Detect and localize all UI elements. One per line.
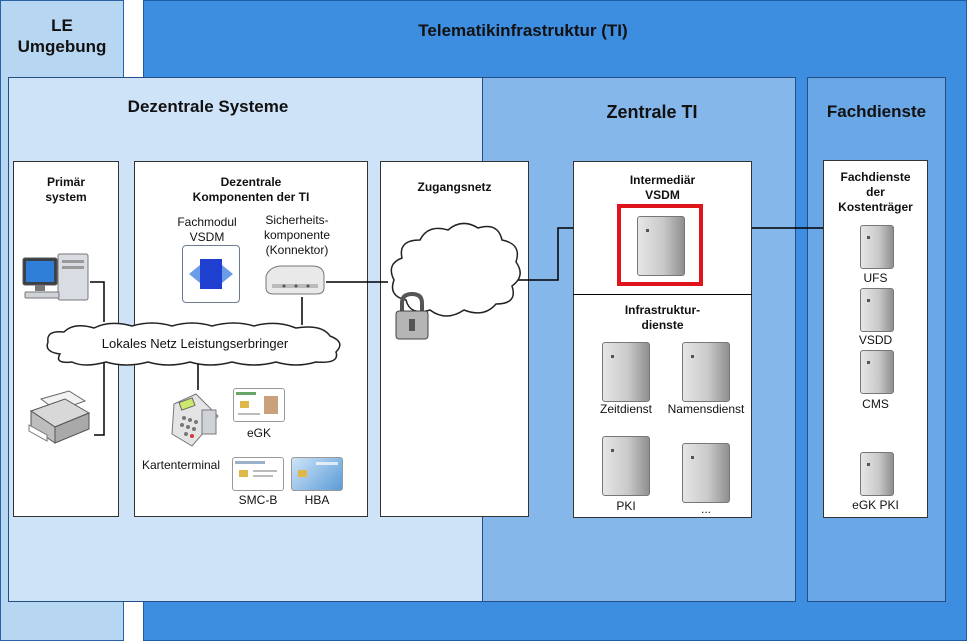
cms-server-icon <box>860 350 894 394</box>
more-label: ... <box>700 502 711 516</box>
zugangsnetz-title: Zugangsnetz <box>417 180 492 194</box>
ufs-server-icon <box>860 225 894 269</box>
fachdienste-title: Fachdienste <box>826 102 927 121</box>
pki-label: PKI <box>616 499 636 513</box>
infrastrukturdienste-title: Infrastruktur- dienste <box>624 303 701 332</box>
intermediaer-highlight <box>617 204 703 286</box>
egk-pki-label: eGK PKI <box>852 498 899 512</box>
namensdienst-label: Namensdienst <box>667 402 745 416</box>
ufs-label: UFS <box>863 271 888 285</box>
zentrale-ti-divider <box>573 294 752 295</box>
primaersystem-title: Primär system <box>45 175 87 204</box>
fachdienste-kostentraeger-title: Fachdienste der Kostenträger <box>838 170 913 214</box>
smcb-label: SMC-B <box>238 493 278 507</box>
hba-card-icon <box>291 457 343 491</box>
lokales-netz-label: Lokales Netz Leistungserbringer <box>101 336 289 351</box>
dezentrale-komponenten-title: Dezentrale Komponenten der TI <box>192 175 310 204</box>
vsdd-label: VSDD <box>858 333 893 347</box>
zugangsnetz-cloud-icon <box>390 222 521 317</box>
zeitdienst-label: Zeitdienst <box>599 402 653 416</box>
more-server-icon <box>682 443 730 503</box>
hba-label: HBA <box>304 493 330 507</box>
lock-icon <box>395 291 429 340</box>
namensdienst-server-icon <box>682 342 730 402</box>
computer-icon <box>20 252 90 302</box>
vsdd-server-icon <box>860 288 894 332</box>
cms-label: CMS <box>862 397 889 411</box>
dezentrale-systeme-title: Dezentrale Systeme <box>127 97 289 116</box>
egk-label: eGK <box>246 426 271 440</box>
printer-icon <box>25 385 93 447</box>
le-umgebung-title: LE Umgebung <box>17 16 107 56</box>
smcb-card-icon <box>232 457 284 491</box>
fachmodul-label: Fachmodul VSDM <box>177 215 237 244</box>
zeitdienst-server-icon <box>602 342 650 402</box>
egk-card-icon <box>233 388 285 422</box>
pki-server-icon <box>602 436 650 496</box>
konnektor-icon <box>262 262 328 298</box>
egk-pki-server-icon <box>860 452 894 496</box>
zentrale-ti-title: Zentrale TI <box>606 102 698 122</box>
kartenterminal-label: Kartenterminal <box>141 458 221 472</box>
fachmodul-icon <box>182 245 240 303</box>
lokales-netz-cloud-icon <box>46 322 341 366</box>
ti-title: Telematikinfrastruktur (TI) <box>418 21 628 40</box>
intermediaer-server-icon <box>637 216 685 276</box>
kartenterminal-icon <box>168 390 224 450</box>
sicherheitskomponente-label: Sicherheits- komponente (Konnektor) <box>263 213 331 257</box>
intermediaer-title: Intermediär VSDM <box>629 173 696 202</box>
